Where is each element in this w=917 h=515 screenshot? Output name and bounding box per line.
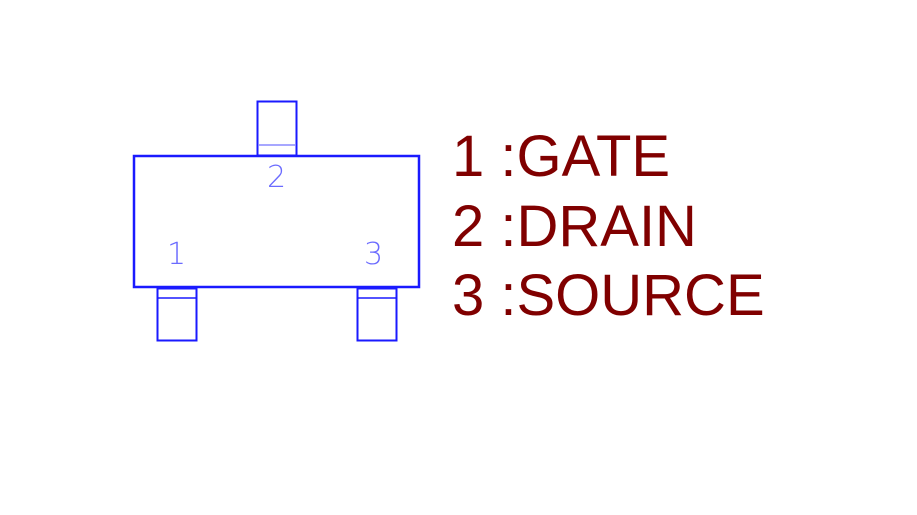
legend-pin-1-gate: 1 :GATE [452, 124, 671, 189]
pin-number-2: 2 [267, 160, 287, 195]
legend-pin-3-source: 3 :SOURCE [452, 263, 765, 328]
pin-number-3: 3 [364, 237, 384, 272]
pad-3 [356, 287, 398, 342]
legend-pin-2-drain: 2 :DRAIN [452, 194, 697, 259]
pad-2 [256, 100, 298, 157]
package-body [132, 154, 421, 289]
pad-1 [156, 287, 198, 342]
pin-number-1: 1 [167, 237, 187, 272]
